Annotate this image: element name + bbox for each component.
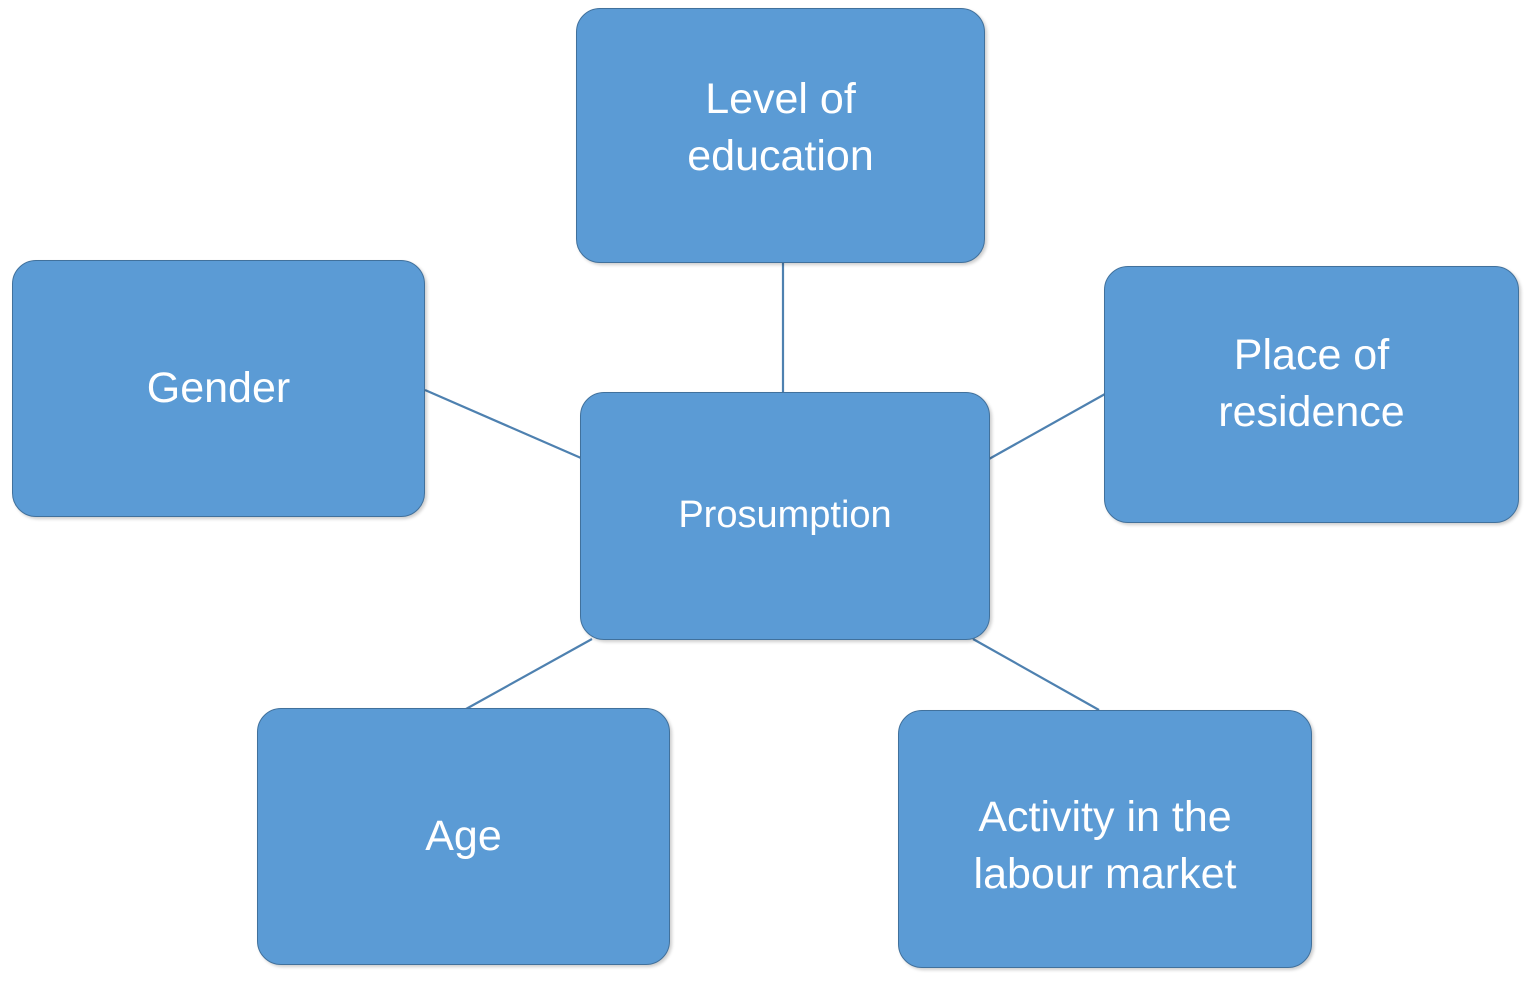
node-activity-in-labour-market-label: Activity in the labour market bbox=[973, 793, 1237, 899]
node-level-of-education[interactable]: Level of education bbox=[576, 8, 985, 263]
node-level-of-education-label: Level of education bbox=[687, 75, 874, 181]
node-place-of-residence-label: Place of residence bbox=[1218, 331, 1405, 437]
connector-gender-prosumption bbox=[424, 388, 582, 460]
node-age[interactable]: Age bbox=[257, 708, 670, 965]
node-prosumption-label: Prosumption bbox=[678, 494, 892, 536]
node-age-label: Age bbox=[425, 811, 502, 860]
node-prosumption-center[interactable]: Prosumption bbox=[580, 392, 990, 640]
connector-activity-prosumption bbox=[972, 638, 1100, 711]
node-gender-label: Gender bbox=[146, 363, 291, 412]
node-gender[interactable]: Gender bbox=[12, 260, 425, 517]
node-activity-in-labour-market[interactable]: Activity in the labour market bbox=[898, 710, 1312, 968]
node-place-of-residence[interactable]: Place of residence bbox=[1104, 266, 1519, 523]
connector-age-prosumption bbox=[465, 638, 593, 710]
connector-residence-prosumption bbox=[988, 393, 1106, 460]
